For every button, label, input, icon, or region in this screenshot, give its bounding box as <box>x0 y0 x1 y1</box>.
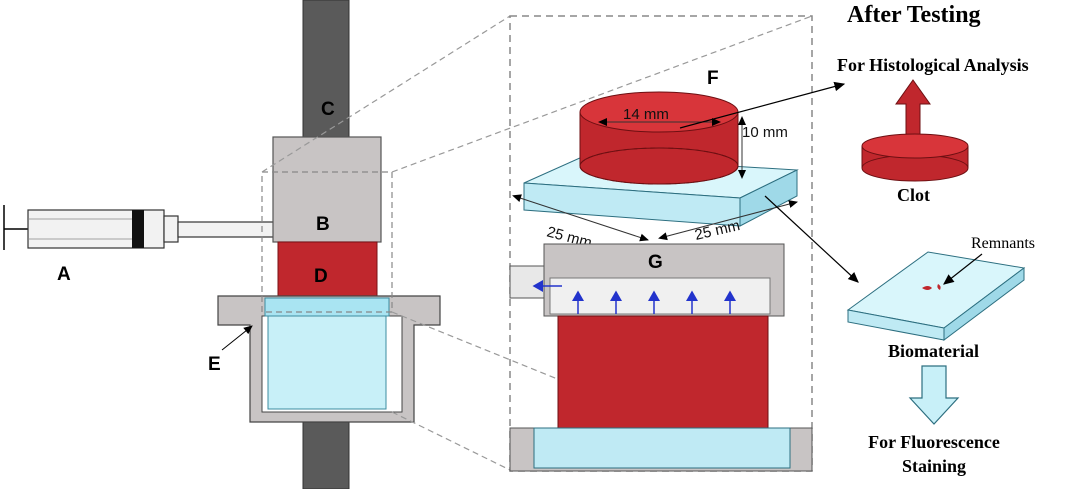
holder-zoom <box>509 427 813 472</box>
remnants-label: Remnants <box>971 235 1035 252</box>
clot-cylinder <box>579 91 746 185</box>
label-d: D <box>314 266 328 287</box>
label-f: F <box>707 68 719 89</box>
fluorescence-line2: Staining <box>902 456 966 476</box>
dim-diameter: 14 mm <box>623 106 669 123</box>
flow-arrows <box>532 280 736 314</box>
label-b: B <box>316 214 330 235</box>
clot-d <box>277 241 378 299</box>
dim-height: 10 mm <box>742 124 788 141</box>
down-arrow-cyan <box>908 365 960 425</box>
syringe-a <box>3 205 275 250</box>
clot-zoom <box>557 315 769 429</box>
histology-label: For Histological Analysis <box>837 55 1029 75</box>
zoom-frame <box>509 15 813 472</box>
clot-disk <box>861 133 969 182</box>
biomaterial-top-plate <box>264 297 390 317</box>
biomaterial-plate-right <box>846 251 1026 341</box>
after-testing-title: After Testing <box>847 2 981 28</box>
clot-label: Clot <box>897 185 930 205</box>
up-arrow-red <box>895 79 931 141</box>
block-g <box>509 243 785 317</box>
label-c: C <box>321 99 335 120</box>
block-b <box>272 136 382 243</box>
fluorescence-line1: For Fluorescence <box>868 432 1000 452</box>
label-g: G <box>648 252 663 273</box>
label-e: E <box>208 354 221 375</box>
biomaterial-label: Biomaterial <box>888 341 979 361</box>
biomaterial-left <box>267 313 387 410</box>
label-a: A <box>57 264 71 285</box>
rod-lower <box>302 419 350 489</box>
rod-c <box>302 0 350 141</box>
